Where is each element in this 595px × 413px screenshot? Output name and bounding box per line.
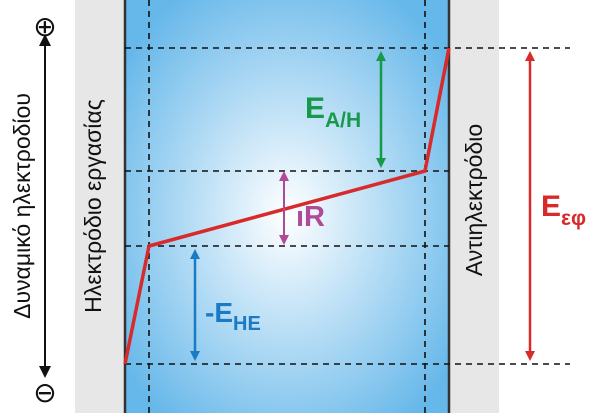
ir-label: ıR [296, 201, 325, 233]
e-ef-label: Eεφ [541, 190, 586, 230]
potential-axis-label: Δυναμικό ηλεκτροδίου [9, 93, 35, 319]
counter-electrode-label: Αντιηλεκτρόδιο [461, 124, 487, 276]
e-ah-label: EA/H [305, 92, 361, 132]
electrolyte-region [125, 0, 449, 413]
working-electrode-label: Ηλεκτρόδιο εργασίας [80, 99, 106, 313]
e-he-label: -EHE [205, 297, 261, 335]
working-electrode-plate [75, 0, 125, 413]
plus-symbol: ⊕ [33, 11, 56, 42]
minus-symbol: ⊖ [33, 377, 56, 408]
counter-electrode-plate [449, 0, 499, 413]
